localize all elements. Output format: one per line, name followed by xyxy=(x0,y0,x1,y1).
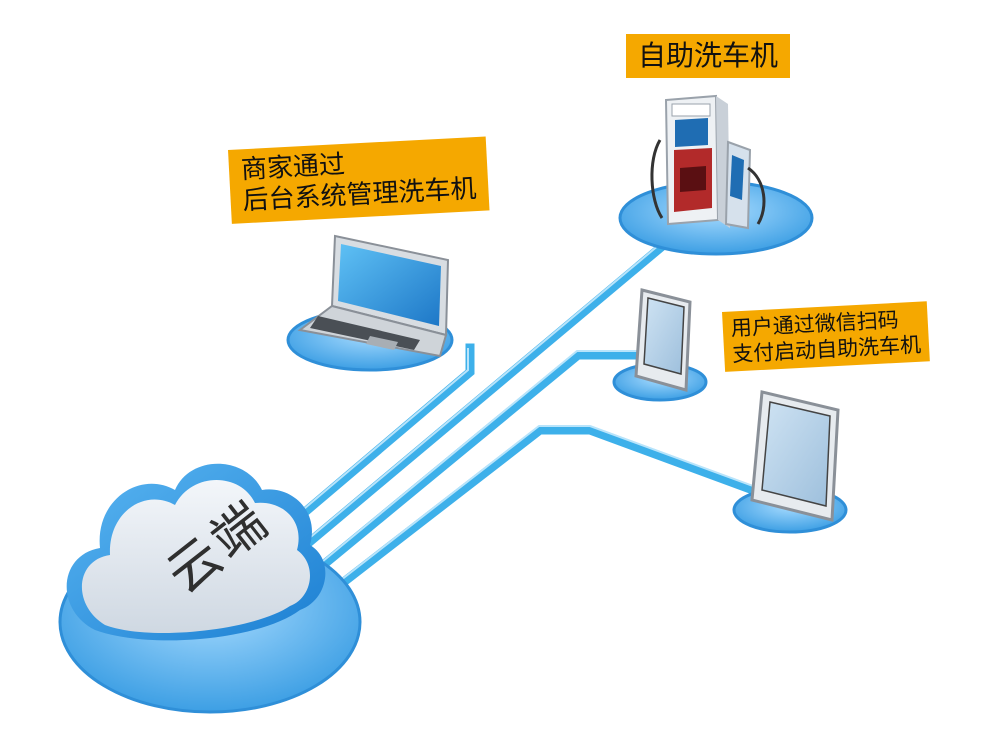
tablet-icon xyxy=(750,390,840,522)
user-label: 用户通过微信扫码 支付启动自助洗车机 xyxy=(722,301,930,372)
cloud-icon xyxy=(66,463,326,641)
laptop-icon xyxy=(297,234,450,358)
line-to-tablet-1 xyxy=(298,350,660,587)
washing-machine-icon xyxy=(650,94,766,230)
tablet-icon xyxy=(634,288,692,392)
line-to-laptop xyxy=(265,343,475,547)
washer-label-text: 自助洗车机 xyxy=(638,39,779,72)
merchant-label: 商家通过 后台系统管理洗车机 xyxy=(228,136,490,224)
line-to-tablet-2 xyxy=(316,425,786,605)
washer-label: 自助洗车机 xyxy=(626,34,791,78)
